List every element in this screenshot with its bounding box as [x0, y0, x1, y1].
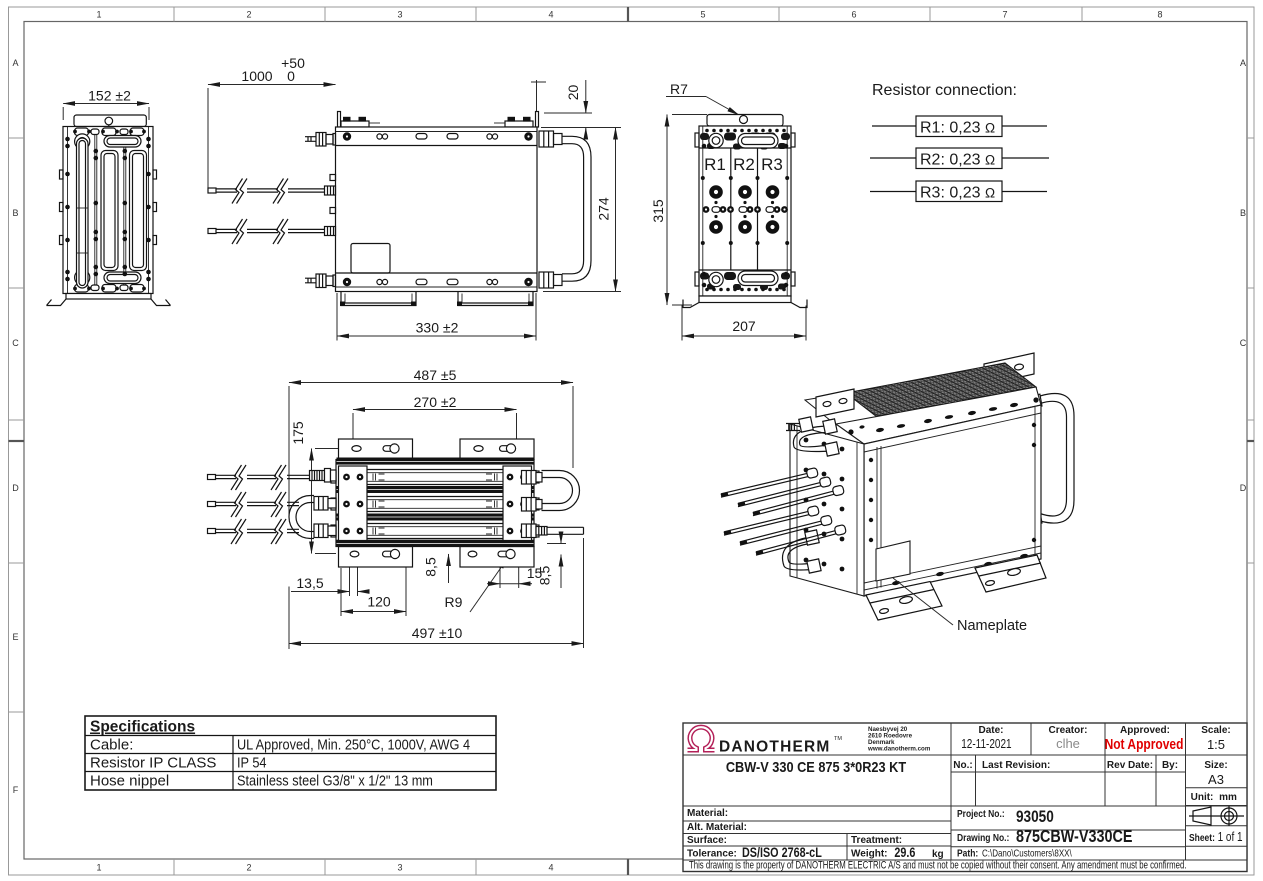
svg-text:A: A	[12, 58, 18, 68]
svg-text:Drawing No.:: Drawing No.:	[957, 832, 1009, 843]
svg-text:F: F	[13, 785, 19, 795]
svg-text:93050: 93050	[1016, 808, 1054, 827]
svg-text:TM: TM	[834, 736, 842, 742]
svg-text:152 ±2: 152 ±2	[88, 88, 131, 104]
svg-text:12-11-2021: 12-11-2021	[961, 738, 1011, 751]
svg-text:Date:: Date:	[978, 725, 1003, 736]
svg-text:4: 4	[548, 863, 553, 873]
svg-text:E: E	[12, 632, 18, 642]
svg-text:R1: R1	[704, 155, 726, 174]
svg-text:R7: R7	[670, 81, 688, 97]
svg-text:C: C	[1240, 338, 1247, 348]
svg-text:Naesbyvej 20: Naesbyvej 20	[868, 726, 908, 733]
svg-text:Tolerance:: Tolerance:	[687, 849, 737, 860]
svg-text:Surface:: Surface:	[687, 835, 727, 846]
svg-text:875CBW-V330CE: 875CBW-V330CE	[1016, 827, 1133, 847]
svg-text:4: 4	[548, 10, 553, 20]
svg-text:UL Approved, Min. 250°C, 1000V: UL Approved, Min. 250°C, 1000V, AWG 4	[237, 735, 470, 752]
svg-text:3: 3	[397, 863, 402, 873]
svg-text:2610 Roedovre: 2610 Roedovre	[868, 733, 913, 740]
svg-text:0: 0	[287, 68, 295, 84]
svg-text:DS/ISO 2768-cL: DS/ISO 2768-cL	[742, 845, 822, 860]
svg-text:Sheet:: Sheet:	[1189, 832, 1215, 843]
svg-text:Resistor connection:: Resistor connection:	[872, 82, 1017, 99]
svg-text:175: 175	[290, 421, 306, 445]
svg-text:D: D	[1240, 483, 1247, 493]
svg-text:R3: R3	[761, 155, 783, 174]
svg-text:Material:: Material:	[687, 808, 728, 819]
svg-text:3: 3	[397, 10, 402, 20]
svg-text:CBW-V 330 CE 875 3*0R23 KT: CBW-V 330 CE 875 3*0R23 KT	[726, 758, 907, 775]
svg-text:1: 1	[96, 863, 101, 873]
svg-text:www.danotherm.com: www.danotherm.com	[867, 746, 931, 753]
svg-text:R2: R2	[733, 155, 755, 174]
svg-text:8,5: 8,5	[537, 566, 553, 586]
svg-text:207: 207	[732, 318, 756, 334]
svg-text:2: 2	[246, 10, 251, 20]
svg-text:A: A	[1240, 58, 1246, 68]
svg-text:Approved:: Approved:	[1120, 725, 1170, 736]
svg-text:120: 120	[367, 594, 391, 610]
svg-text:15: 15	[527, 565, 543, 581]
svg-text:274: 274	[596, 197, 612, 221]
svg-text:Nameplate: Nameplate	[957, 618, 1027, 634]
svg-text:By:: By:	[1162, 760, 1178, 771]
svg-text:Scale:: Scale:	[1201, 725, 1230, 736]
svg-text:Rev Date:: Rev Date:	[1107, 760, 1153, 771]
svg-text:Resistor IP CLASS: Resistor IP CLASS	[90, 755, 216, 772]
svg-text:315: 315	[650, 199, 666, 223]
svg-text:No.:: No.:	[953, 760, 972, 771]
svg-text:B: B	[1240, 208, 1246, 218]
svg-text:20: 20	[565, 85, 581, 101]
svg-text:Size:: Size:	[1204, 760, 1227, 771]
svg-text:This drawing is the property o: This drawing is the property of DANOTHER…	[689, 859, 1187, 872]
svg-text:7: 7	[1002, 10, 1007, 20]
svg-text:+50: +50	[281, 55, 305, 71]
svg-text:D: D	[12, 483, 19, 493]
svg-text:Not Approved: Not Approved	[1105, 736, 1184, 753]
svg-text:8,5: 8,5	[423, 557, 439, 577]
svg-text:mm: mm	[1219, 792, 1237, 803]
svg-text:270 ±2: 270 ±2	[414, 394, 457, 410]
svg-text:Treatment:: Treatment:	[851, 835, 902, 846]
svg-text:A3: A3	[1208, 772, 1224, 787]
svg-text:R3: 0,23 Ω: R3: 0,23 Ω	[920, 185, 995, 202]
svg-text:8: 8	[1157, 10, 1162, 20]
svg-text:487 ±5: 487 ±5	[414, 367, 457, 383]
svg-text:29.6: 29.6	[894, 845, 915, 860]
svg-text:Weight:: Weight:	[851, 849, 887, 860]
svg-text:clhe: clhe	[1056, 736, 1080, 751]
svg-text:Denmark: Denmark	[868, 739, 895, 746]
svg-text:kg: kg	[932, 849, 944, 860]
svg-text:2: 2	[246, 863, 251, 873]
svg-text:13,5: 13,5	[296, 575, 323, 591]
svg-text:IP 54: IP 54	[237, 753, 267, 770]
svg-text:Project No.:: Project No.:	[957, 808, 1005, 819]
svg-text:B: B	[12, 208, 18, 218]
svg-text:1000: 1000	[241, 68, 272, 84]
svg-text:R2: 0,23 Ω: R2: 0,23 Ω	[920, 152, 995, 169]
svg-text:1:5: 1:5	[1207, 737, 1225, 752]
svg-text:Creator:: Creator:	[1049, 725, 1088, 736]
svg-text:C:\Dano\Customers\8XX\: C:\Dano\Customers\8XX\	[982, 848, 1072, 859]
svg-text:Alt. Material:: Alt. Material:	[687, 822, 747, 833]
svg-text:Stainless steel G3/8" x 1/2" 1: Stainless steel G3/8" x 1/2" 13 mm	[237, 771, 433, 788]
svg-text:Path:: Path:	[957, 848, 978, 859]
svg-text:Cable:: Cable:	[90, 737, 133, 754]
svg-text:497 ±10: 497 ±10	[412, 625, 463, 641]
svg-text:1: 1	[96, 10, 101, 20]
svg-text:Unit:: Unit:	[1191, 792, 1214, 803]
svg-text:330 ±2: 330 ±2	[416, 320, 459, 336]
svg-text:C: C	[12, 338, 19, 348]
svg-text:Last Revision:: Last Revision:	[982, 760, 1050, 771]
svg-text:R1: 0,23 Ω: R1: 0,23 Ω	[920, 120, 995, 137]
svg-text:Specifications: Specifications	[90, 719, 195, 736]
svg-text:1 of 1: 1 of 1	[1218, 831, 1243, 844]
svg-text:R9: R9	[445, 594, 463, 610]
svg-text:Hose nippel: Hose nippel	[90, 773, 169, 790]
svg-text:DANOTHERM: DANOTHERM	[719, 739, 831, 756]
svg-text:5: 5	[700, 10, 705, 20]
svg-text:6: 6	[851, 10, 856, 20]
